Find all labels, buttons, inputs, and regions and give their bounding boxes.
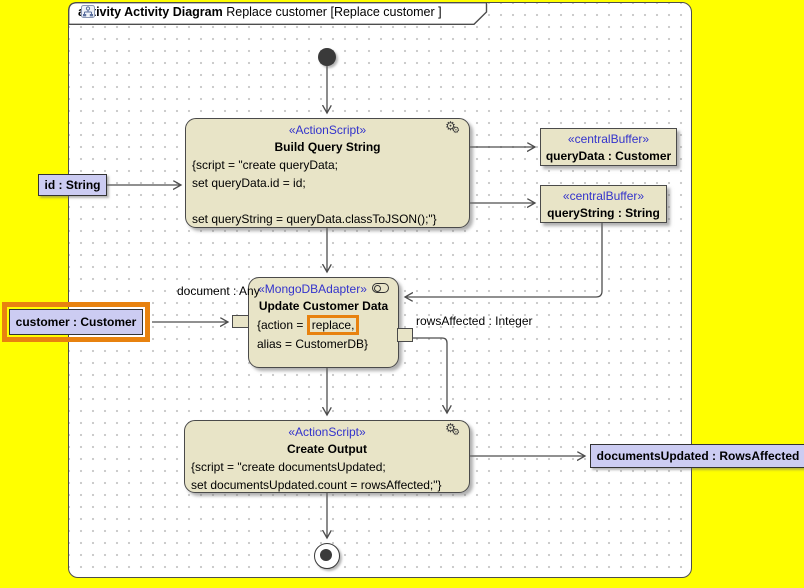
stereotype-label: «ActionScript»	[288, 123, 367, 137]
param-id-string[interactable]: id : String	[38, 174, 107, 196]
node-name: queryString : String	[547, 206, 660, 220]
param-label: id : String	[44, 178, 101, 192]
node-buffer-querydata[interactable]: «centralBuffer» queryData : Customer	[540, 128, 677, 166]
gears-icon: ⚙⚙	[445, 119, 460, 136]
node-name: Create Output	[286, 442, 367, 456]
node-build-query-string[interactable]: ⚙⚙ «ActionScript» Build Query String {sc…	[185, 118, 470, 228]
node-name: queryData : Customer	[545, 149, 672, 163]
diagram-title-name: Replace customer	[226, 5, 327, 19]
script-line: set documentsUpdated.count = rowsAffecte…	[191, 478, 442, 492]
output-pin-rowsaffected[interactable]	[397, 328, 413, 342]
initial-node[interactable]	[318, 48, 336, 66]
script-line: set queryData.id = id;	[192, 176, 306, 190]
gears-icon: ⚙⚙	[445, 421, 460, 438]
pin-label-document[interactable]: document : Any	[177, 284, 260, 298]
stereotype-label: «ActionScript»	[288, 425, 366, 439]
selection-highlight-customer[interactable]: customer : Customer	[2, 302, 150, 342]
input-pin-document[interactable]	[232, 315, 249, 328]
final-node-dot	[320, 549, 332, 561]
bracket-close: ]	[438, 5, 442, 19]
script-line: {script = "create documentsUpdated;	[191, 460, 386, 474]
node-name: Build Query String	[274, 140, 381, 154]
alias-line: alias = CustomerDB}	[257, 337, 369, 351]
diagram-title-keyword: activity Activity Diagram	[78, 5, 223, 19]
script-line	[192, 192, 463, 210]
node-name: Update Customer Data	[258, 299, 389, 313]
diagram-frame-header[interactable]: activity Activity Diagram Replace custom…	[68, 2, 488, 25]
edge-pin-to-create[interactable]	[413, 337, 447, 413]
replace-highlight: replace,	[306, 315, 360, 335]
node-buffer-querystring[interactable]: «centralBuffer» queryString : String	[540, 185, 667, 223]
adapter-icon	[371, 283, 389, 293]
param-label: customer : Customer	[15, 315, 137, 329]
param-customer-customer[interactable]: customer : Customer	[9, 309, 143, 335]
activity-final-node[interactable]	[314, 543, 340, 569]
stereotype-label: «MongoDBAdapter»	[249, 281, 398, 298]
bracket-name: Replace customer	[333, 5, 435, 19]
activity-diagram-icon	[81, 5, 95, 18]
bracket-open: [	[330, 5, 334, 19]
edge-querystring-to-update[interactable]	[405, 223, 603, 297]
pin-label-rowsaffected[interactable]: rowsAffected : Integer	[416, 314, 533, 328]
script-line: set queryString = queryData.classToJSON(…	[192, 212, 437, 226]
diagram-title: activity Activity Diagram Replace custom…	[78, 5, 442, 19]
node-update-customer-data[interactable]: «MongoDBAdapter» Update Customer Data {a…	[248, 277, 399, 368]
frame-header-shape	[68, 2, 488, 25]
stereotype-label: «centralBuffer»	[567, 132, 650, 146]
node-script-body: {script = "create queryData; set queryDa…	[186, 155, 469, 228]
param-documents-updated[interactable]: documentsUpdated : RowsAffected	[590, 444, 804, 468]
script-line: {script = "create queryData;	[192, 158, 338, 172]
action-line: {action = replace,	[257, 315, 392, 335]
node-create-output[interactable]: ⚙⚙ «ActionScript» Create Output {script …	[184, 420, 470, 493]
stereotype-label: «centralBuffer»	[562, 189, 645, 203]
param-label: documentsUpdated : RowsAffected	[596, 449, 800, 463]
